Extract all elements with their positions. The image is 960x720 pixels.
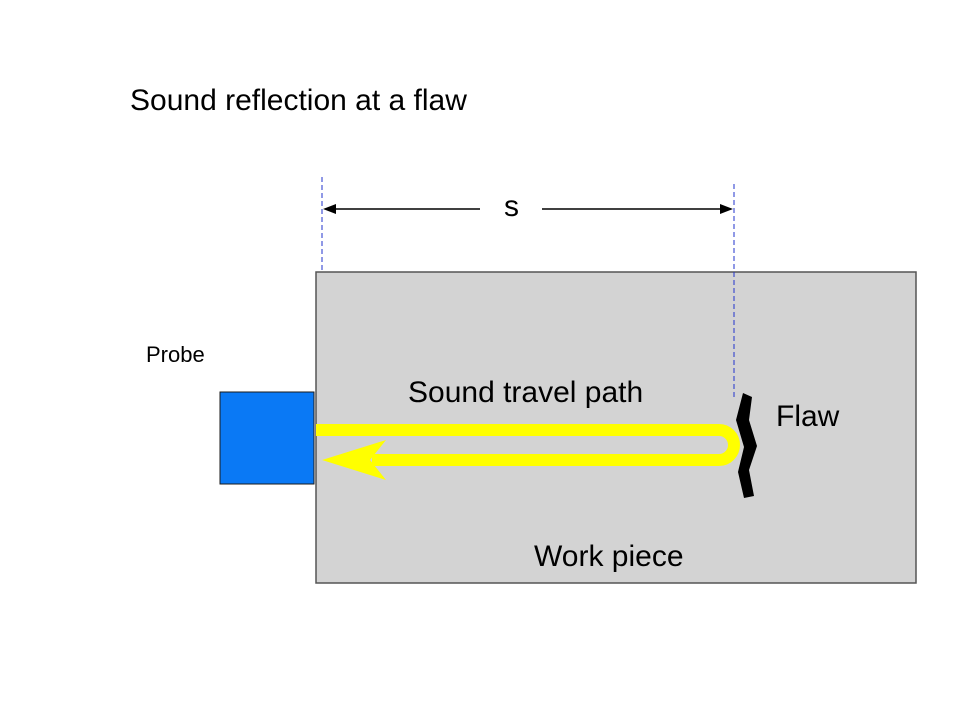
probe-label: Probe — [146, 342, 205, 367]
flaw-crack — [736, 393, 757, 498]
probe — [219, 391, 315, 485]
sound-path-label: Sound travel path — [408, 376, 644, 409]
dimension-arrowhead-right — [720, 204, 733, 214]
flaw-label: Flaw — [776, 400, 840, 433]
sound-path-arrowhead — [322, 440, 386, 480]
diagram-title: Sound reflection at a flaw — [130, 84, 467, 117]
dimension-arrowhead-left — [323, 204, 336, 214]
distance-label: s — [504, 190, 519, 223]
work-piece-label: Work piece — [534, 540, 684, 573]
sound-path — [316, 424, 740, 466]
